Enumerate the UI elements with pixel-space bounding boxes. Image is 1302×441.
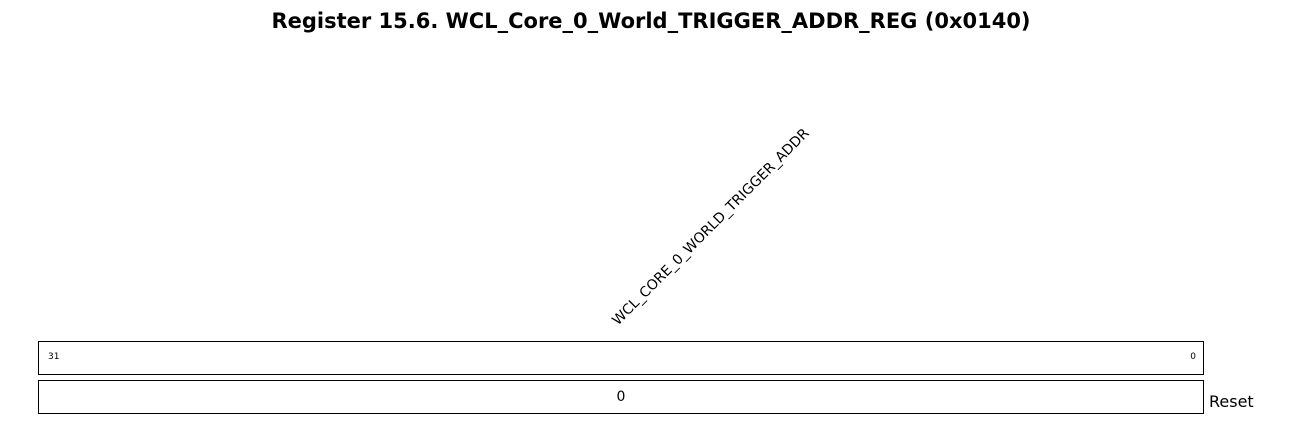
reset-value: 0 (616, 389, 626, 405)
register-title: Register 15.6. WCL_Core_0_World_TRIGGER_… (271, 9, 1031, 33)
bit-low-label: 0 (1190, 352, 1196, 362)
field-name-label: WCL_CORE_0_WORLD_TRIGGER_ADDR (609, 125, 813, 329)
bit-high-label: 31 (48, 352, 60, 362)
bit-range-row: 31 0 (38, 341, 1204, 375)
reset-value-row: 0 (38, 380, 1204, 414)
reset-label: Reset (1209, 392, 1254, 411)
